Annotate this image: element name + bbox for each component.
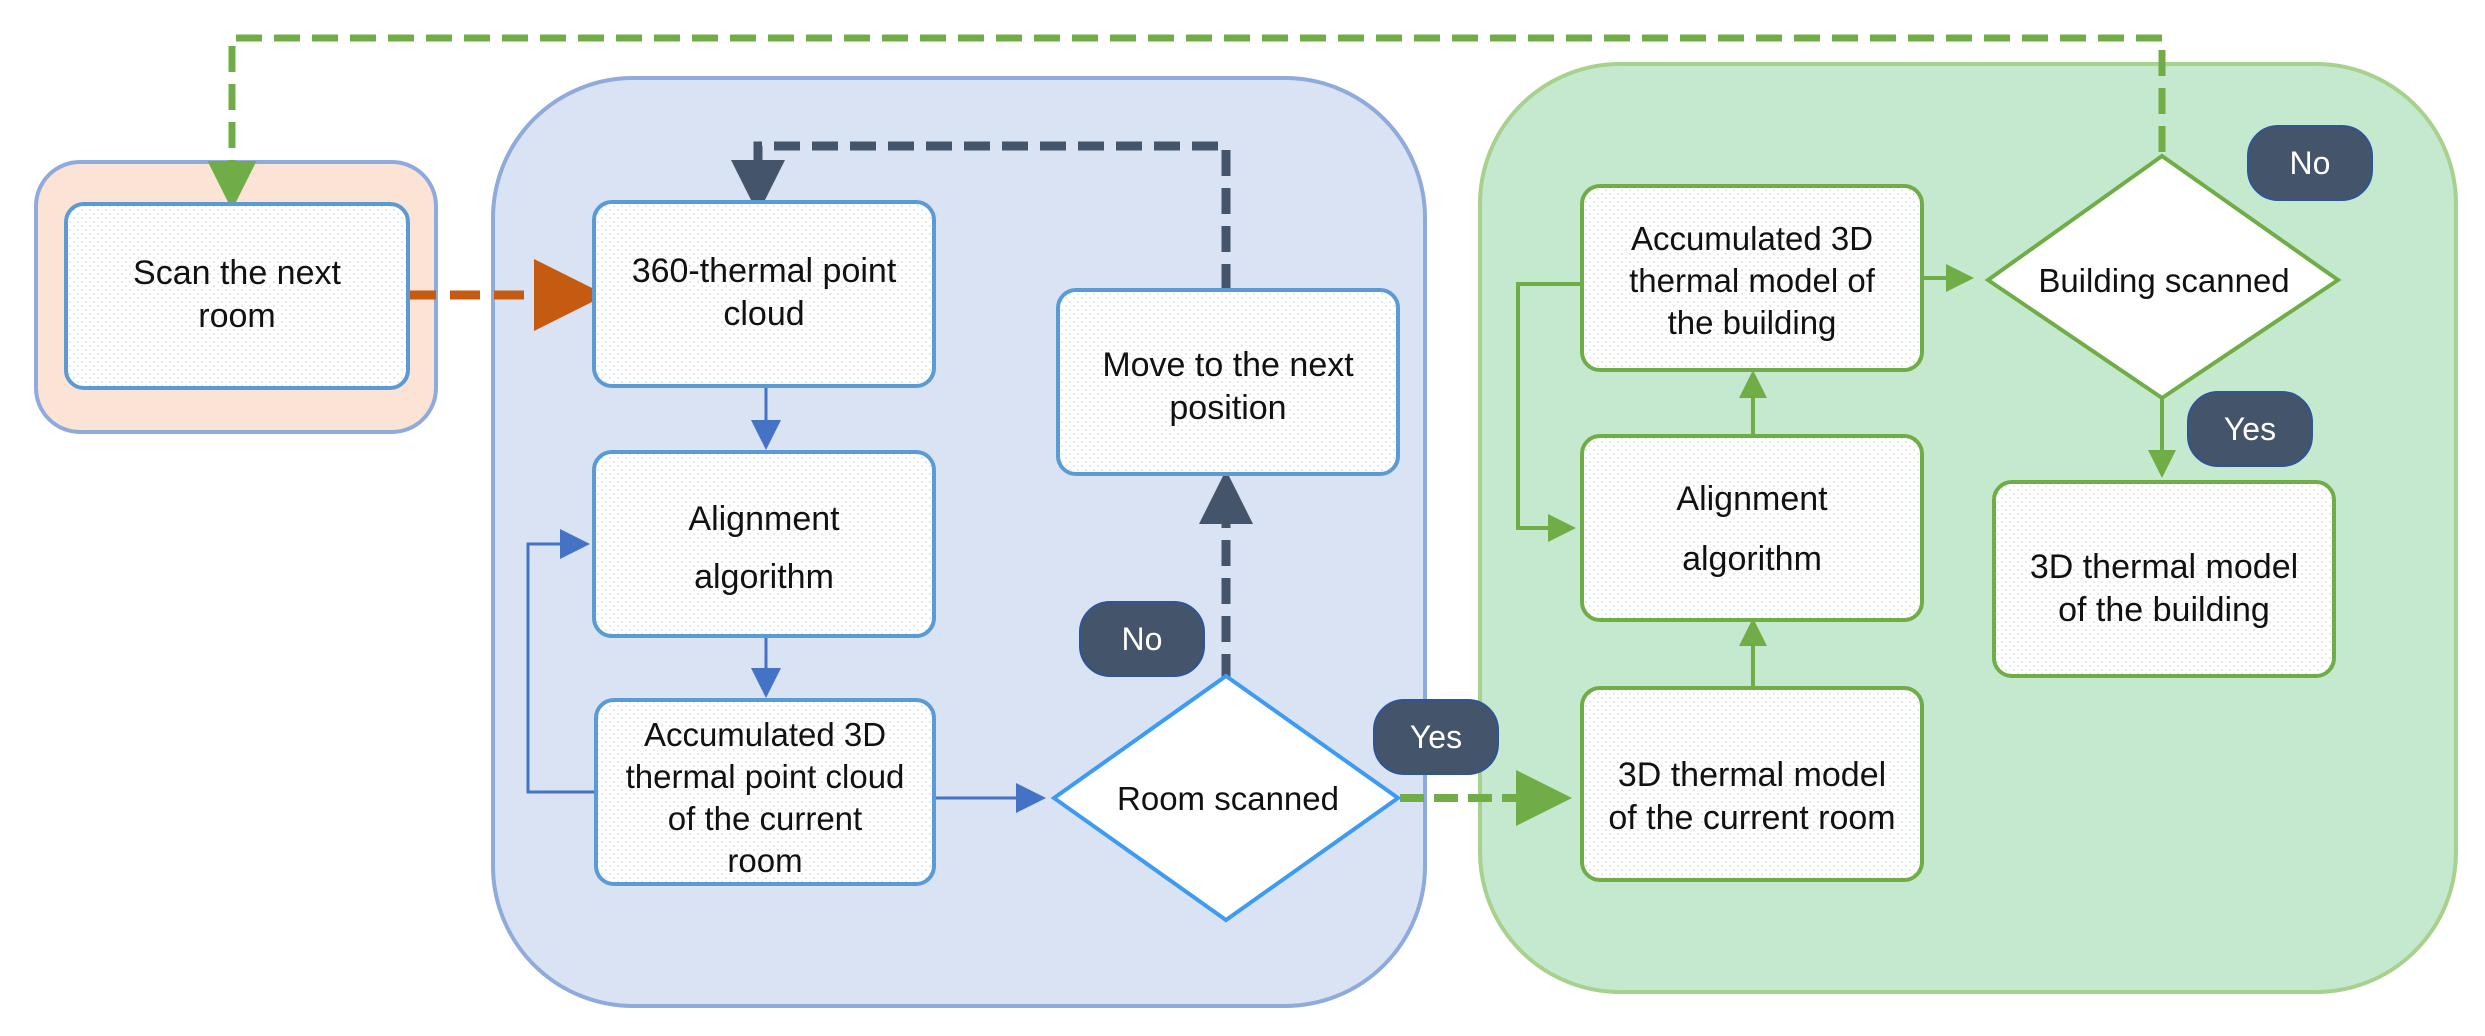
arrow-building-no-loop	[207, 34, 2166, 210]
node-label-line: Move to the next	[1102, 346, 1354, 384]
badge-room-yes: Yes	[1373, 699, 1499, 775]
node-accumulated-building-model: Accumulated 3D thermal model of the buildi…	[1580, 184, 1924, 372]
node-label-line: room	[727, 842, 802, 879]
node-alignment-algorithm-building: Alignment algorithm	[1580, 434, 1924, 622]
node-label-line: of the current room	[1608, 799, 1895, 837]
badge-label: No	[1122, 621, 1163, 657]
decision-label: Building scanned	[2038, 262, 2289, 299]
node-360-thermal-point-cloud: 360-thermal point cloud	[592, 200, 936, 388]
node-label-line: thermal model of	[1629, 262, 1876, 299]
badge-building-no: No	[2247, 125, 2373, 201]
badge-label: Yes	[2224, 411, 2276, 447]
arrow-accumulated-building-feedback	[1516, 282, 1582, 542]
node-label-line: room	[198, 297, 275, 335]
node-label-line: 3D thermal model	[1618, 756, 1886, 794]
node-label-line: Scan the next	[133, 254, 341, 292]
node-model-building: 3D thermal model of the building	[1992, 480, 2336, 678]
badge-label: No	[2290, 145, 2331, 181]
node-label-line: algorithm	[1682, 540, 1822, 578]
node-model-current-room: 3D thermal model of the current room	[1580, 686, 1924, 882]
badge-label: Yes	[1410, 719, 1462, 755]
node-label-line: algorithm	[694, 558, 834, 596]
node-label-line: of the current	[668, 800, 862, 837]
node-alignment-algorithm-room: Alignment algorithm	[592, 450, 936, 638]
node-label-line: 360-thermal point	[632, 252, 897, 290]
node-label-line: Alignment	[688, 500, 840, 538]
node-label-line: Alignment	[1676, 480, 1828, 518]
node-label-line: 3D thermal model	[2030, 548, 2298, 586]
node-label-line: thermal point cloud	[626, 758, 905, 795]
node-label-line: position	[1169, 389, 1286, 427]
decision-building-scanned: Building scanned	[1984, 153, 2342, 401]
node-label-line: cloud	[723, 295, 804, 333]
node-scan-next-room: Scan the next room	[64, 202, 410, 390]
node-move-next-position: Move to the next position	[1056, 288, 1400, 476]
node-label-line: the building	[1668, 304, 1837, 341]
decision-label: Room scanned	[1117, 780, 1339, 817]
arrow-accumulated-feedback-to-alignment	[526, 529, 596, 794]
badge-building-yes: Yes	[2187, 391, 2313, 467]
node-label-line: of the building	[2058, 591, 2270, 629]
decision-room-scanned: Room scanned	[1050, 673, 1402, 923]
node-label-line: Accumulated 3D	[644, 716, 886, 753]
badge-room-no: No	[1079, 601, 1205, 677]
node-accumulated-point-cloud: Accumulated 3D thermal point cloud of the …	[594, 698, 936, 886]
node-label-line: Accumulated 3D	[1631, 220, 1873, 257]
